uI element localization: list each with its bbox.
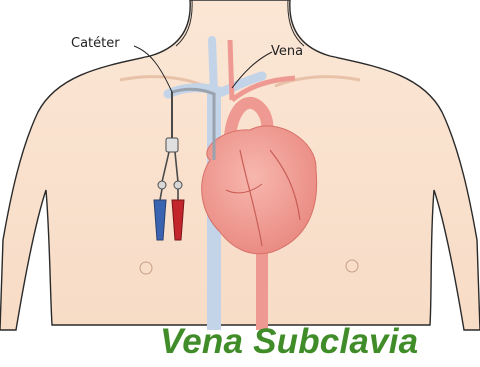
vein-label: Vena bbox=[271, 44, 303, 59]
caption-title: Vena Subclavia bbox=[160, 322, 418, 362]
clamp-right bbox=[174, 181, 182, 189]
carotid-artery bbox=[230, 40, 232, 100]
catheter-label: Catéter bbox=[71, 36, 120, 51]
catheter-hub bbox=[166, 138, 178, 152]
clamp-left bbox=[158, 181, 166, 189]
jugular-vein bbox=[212, 40, 214, 92]
